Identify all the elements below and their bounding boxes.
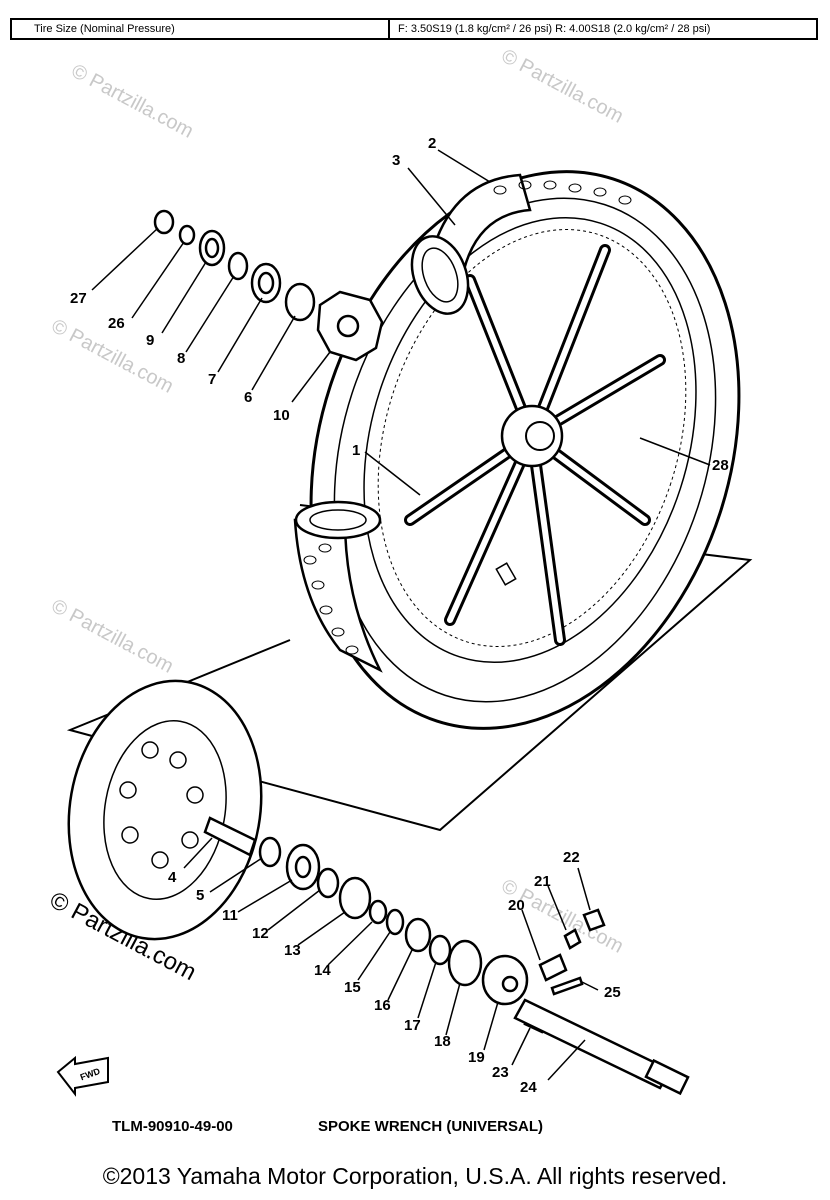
cast-wheel — [293, 170, 741, 730]
callout-labels: 1 2 3 4 5 6 7 8 9 10 11 12 13 14 15 16 1… — [70, 135, 729, 1096]
callout-17: 17 — [404, 1017, 421, 1034]
tool-name: SPOKE WRENCH (UNIVERSAL) — [318, 1118, 544, 1135]
watermark: © Partzilla.com — [498, 45, 627, 128]
callout-3: 3 — [392, 152, 400, 169]
callout-26: 26 — [108, 315, 125, 332]
callout-22: 22 — [563, 849, 580, 866]
callout-20: 20 — [508, 897, 525, 914]
tire-spec-value: F: 3.50S19 (1.8 kg/cm² / 26 psi) R: 4.00… — [398, 23, 711, 35]
callout-19: 19 — [468, 1049, 485, 1066]
callout-12: 12 — [252, 925, 269, 942]
forward-arrow-icon: FWD — [56, 1055, 109, 1097]
callout-6: 6 — [244, 389, 252, 406]
copyright-notice: ©2013 Yamaha Motor Corporation, U.S.A. A… — [102, 1163, 728, 1189]
watermark: © Partzilla.com — [498, 875, 627, 958]
watermark: © Partzilla.com — [68, 60, 197, 143]
watermark: © Partzilla.com — [48, 595, 177, 678]
callout-14: 14 — [314, 962, 331, 979]
callout-5: 5 — [196, 887, 204, 904]
valve-stem — [495, 562, 517, 586]
callout-24: 24 — [520, 1079, 537, 1096]
callout-16: 16 — [374, 997, 391, 1014]
callout-25: 25 — [604, 984, 621, 1001]
callout-23: 23 — [492, 1064, 509, 1081]
left-hub-parts — [153, 209, 384, 362]
callout-11: 11 — [222, 907, 238, 924]
callout-10: 10 — [273, 407, 290, 424]
leader-lines — [91, 149, 711, 1081]
callout-15: 15 — [344, 979, 361, 996]
callout-28: 28 — [712, 457, 729, 474]
tire-spec-label: Tire Size (Nominal Pressure) — [12, 20, 390, 38]
callout-18: 18 — [434, 1033, 451, 1050]
callout-7: 7 — [208, 371, 216, 388]
callout-2: 2 — [428, 135, 436, 152]
callout-1: 1 — [352, 442, 360, 459]
callout-4: 4 — [168, 869, 177, 886]
callout-21: 21 — [534, 873, 551, 890]
brake-disc-and-axle — [67, 679, 690, 1096]
tire-cutaway-bottom — [293, 518, 383, 673]
callout-8: 8 — [177, 350, 185, 367]
callout-27: 27 — [70, 290, 87, 307]
tool-part-number: TLM-90910-49-00 — [112, 1118, 233, 1135]
callout-9: 9 — [146, 332, 154, 349]
callout-13: 13 — [284, 942, 301, 959]
tire-spec-bar: Tire Size (Nominal Pressure) F: 3.50S19 … — [10, 18, 818, 40]
